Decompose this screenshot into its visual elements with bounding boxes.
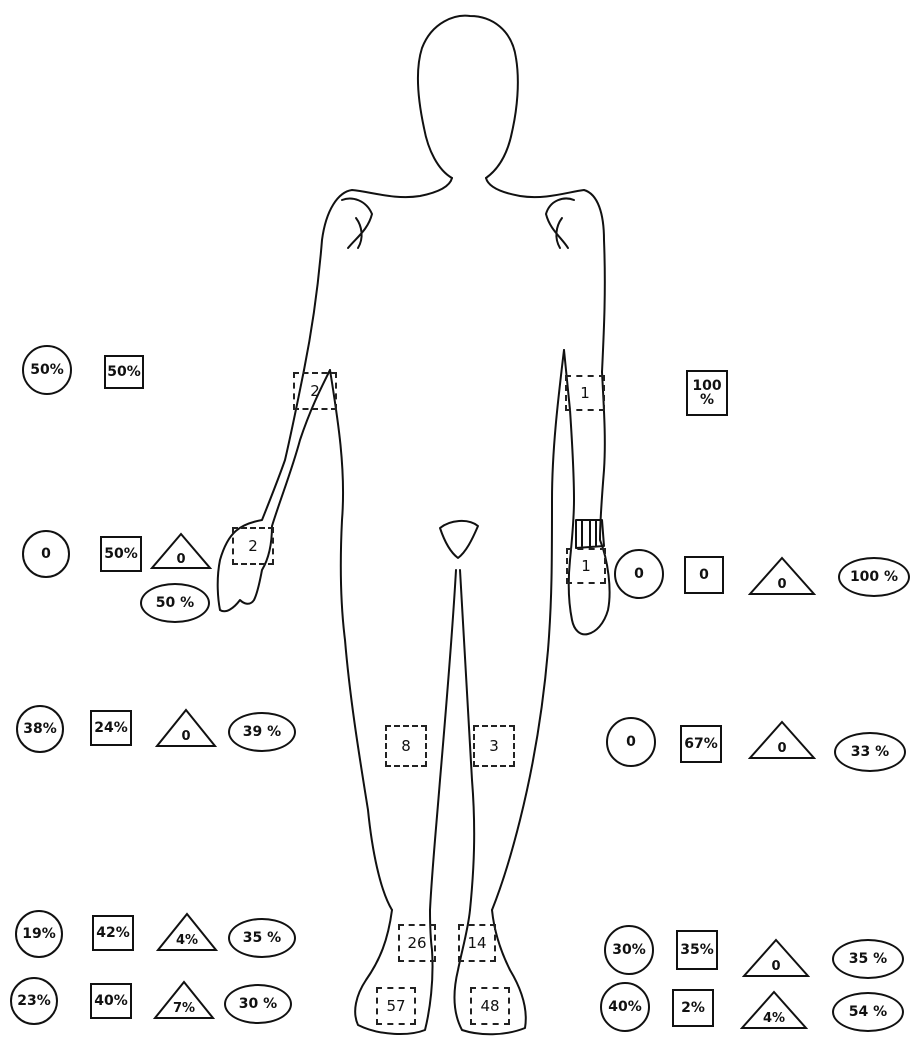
- right-foot-triangle-value: 4%: [763, 1012, 785, 1025]
- left-shoulder-joint: [342, 199, 372, 248]
- region-left-foot: 57: [376, 987, 416, 1025]
- right-hand-triangle: 0: [748, 556, 816, 596]
- left-foot-ellipse: 30 %: [224, 984, 292, 1024]
- left-arm-square: 50%: [104, 355, 144, 389]
- torso-left-outline: [304, 178, 452, 370]
- right-knee-triangle: 0: [748, 720, 816, 760]
- left-knee-ellipse: 39 %: [228, 712, 296, 752]
- right-knee-ellipse: 33 %: [834, 732, 906, 772]
- right-foot-triangle: 4%: [740, 990, 808, 1030]
- left-foot-triangle-value: 7%: [173, 1002, 195, 1015]
- right-arm-square: 100 %: [686, 370, 728, 416]
- left-knee-square: 24%: [90, 710, 132, 746]
- right-ankle-square: 35%: [676, 930, 718, 970]
- right-hand-circle: 0: [614, 549, 664, 599]
- left-foot-square: 40%: [90, 983, 132, 1019]
- region-left-ankle: 26: [398, 924, 436, 962]
- right-hand-square: 0: [684, 556, 724, 594]
- left-ankle-circle: 19%: [15, 910, 63, 958]
- left-ankle-square: 42%: [92, 915, 134, 951]
- left-hand-ellipse: 50 %: [140, 583, 210, 623]
- region-right-foot: 48: [470, 987, 510, 1025]
- right-knee-square: 67%: [680, 725, 722, 763]
- left-hand-square: 50%: [100, 536, 142, 572]
- right-knee-triangle-value: 0: [777, 742, 786, 755]
- left-hand-triangle: 0: [150, 532, 212, 570]
- right-shoulder-joint: [546, 199, 574, 248]
- head-outline: [418, 16, 518, 178]
- right-ankle-triangle: 0: [742, 938, 810, 978]
- left-knee-triangle-value: 0: [181, 730, 190, 743]
- left-knee-circle: 38%: [16, 705, 64, 753]
- left-knee-triangle: 0: [155, 708, 217, 748]
- right-ankle-circle: 30%: [604, 925, 654, 975]
- region-left-knee: 8: [385, 725, 427, 767]
- region-left-hand: 2: [232, 527, 274, 565]
- left-foot-triangle: 7%: [153, 980, 215, 1020]
- right-ankle-triangle-value: 0: [771, 960, 780, 973]
- torso-right-side: [492, 350, 564, 910]
- left-arm-circle: 50%: [22, 345, 72, 395]
- region-left-arm: 2: [293, 372, 337, 410]
- left-ankle-triangle: 4%: [156, 912, 218, 952]
- left-hand-circle: 0: [22, 530, 70, 578]
- left-ankle-triangle-value: 4%: [176, 934, 198, 947]
- region-right-ankle: 14: [458, 924, 496, 962]
- region-right-arm: 1: [565, 375, 605, 411]
- right-hand-triangle-value: 0: [777, 578, 786, 591]
- torso-left-side: [330, 370, 392, 910]
- right-foot-square: 2%: [672, 989, 714, 1027]
- inner-left-leg: [430, 570, 456, 910]
- right-foot-circle: 40%: [600, 982, 650, 1032]
- left-ankle-ellipse: 35 %: [228, 918, 296, 958]
- groin-outline: [440, 521, 478, 558]
- left-foot-circle: 23%: [10, 977, 58, 1025]
- left-hand-triangle-value: 0: [176, 553, 185, 566]
- right-hand-ellipse: 100 %: [838, 557, 910, 597]
- region-right-hand: 1: [566, 548, 606, 584]
- right-knee-circle: 0: [606, 717, 656, 767]
- torso-right-outline: [486, 178, 605, 372]
- right-foot-ellipse: 54 %: [832, 992, 904, 1032]
- right-ankle-ellipse: 35 %: [832, 939, 904, 979]
- region-right-knee: 3: [473, 725, 515, 767]
